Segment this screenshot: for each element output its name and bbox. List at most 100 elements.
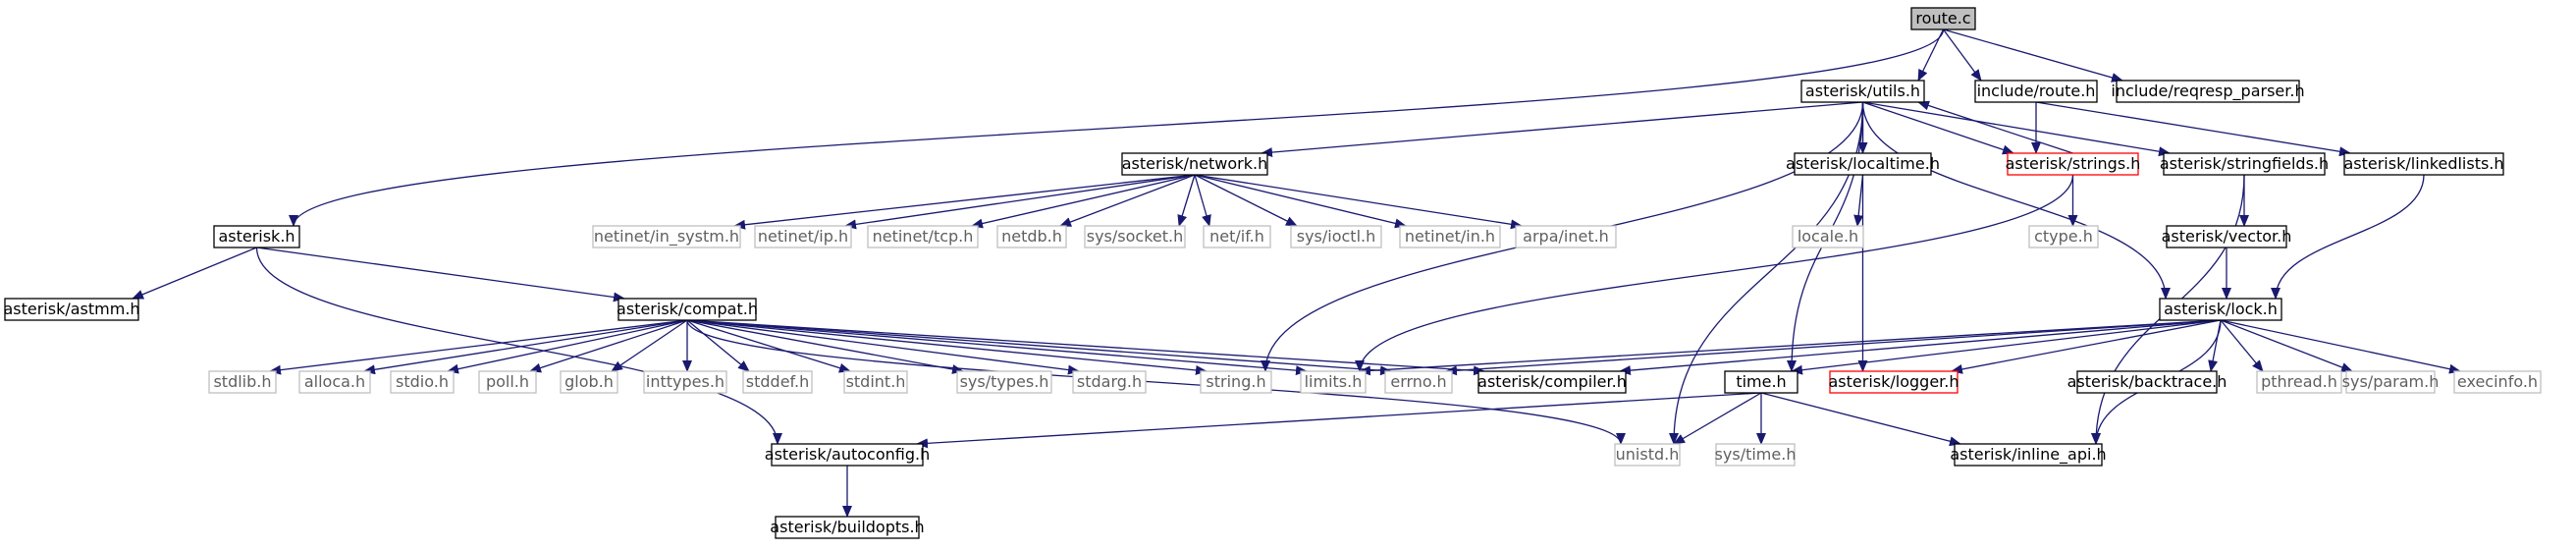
node-stdint: stdint.h [843,370,908,394]
node-stdlib: stdlib.h [208,370,277,394]
edge-compat-to-stdarg [686,319,1080,375]
node-box-utils [1800,80,1925,103]
edge-time_h-to-unistd [1673,392,1762,445]
node-label-stdio: stdio.h [396,372,449,391]
node-time_h[interactable]: time.h [1724,370,1798,394]
node-buildopts[interactable]: asterisk/buildopts.h [770,516,925,539]
node-label-netinet_in: netinet/in.h [1405,227,1495,246]
node-stdarg: stdarg.h [1072,370,1147,394]
node-label-ip_h: netinet/ip.h [758,227,848,246]
node-stringfields[interactable]: asterisk/stringfields.h [2160,152,2329,176]
node-ip_h: netinet/ip.h [754,225,852,248]
node-label-autoconfig: asterisk/autoconfig.h [765,445,930,464]
edge-utils-to-lock [1861,101,2171,300]
node-network[interactable]: asterisk/network.h [1121,152,1268,176]
node-box-compiler [1477,370,1627,394]
node-netinet_in: netinet/in.h [1399,225,1501,248]
edge-asterisk_h-to-autoconfig [255,247,782,445]
node-vector[interactable]: asterisk/vector.h [2162,225,2292,248]
node-utils[interactable]: asterisk/utils.h [1800,80,1925,103]
node-label-compat: asterisk/compat.h [617,300,758,318]
node-inline_api[interactable]: asterisk/inline_api.h [1950,443,2107,467]
edge-lock-to-execinfo [2220,319,2461,374]
node-reqresp[interactable]: include/reqresp_parser.h [2111,80,2305,103]
node-label-localtime: asterisk/localtime.h [1786,154,1940,173]
edge-compat-to-alloca [363,319,688,375]
node-label-reqresp: include/reqresp_parser.h [2111,82,2304,101]
node-label-netdb: netdb.h [1001,227,1062,246]
node-errno: errno.h [1384,370,1453,394]
node-compat[interactable]: asterisk/compat.h [617,298,758,321]
node-label-buildopts: asterisk/buildopts.h [770,518,924,536]
node-label-stdarg: stdarg.h [1077,372,1142,391]
edge-route_c-to-reqresp [1943,28,2123,82]
node-label-pthread: pthread.h [2261,372,2337,391]
edge-network-to-ioctl [1194,174,1298,227]
node-box-in_systm [592,225,741,248]
edge-compat-to-glob [611,319,688,372]
edge-network-to-tcp_h [971,174,1196,229]
node-box-localtime [1794,152,1932,176]
node-box-locale [1792,225,1864,248]
node-label-tcp_h: netinet/tcp.h [873,227,974,246]
node-label-network: asterisk/network.h [1122,154,1267,173]
node-arpa_inet: arpa/inet.h [1515,225,1617,248]
node-box-netdb [996,225,1067,248]
dependency-edges [132,28,2461,518]
edge-compat-to-limits [686,319,1308,376]
node-label-socket: sys/socket.h [1087,227,1184,246]
node-localtime[interactable]: asterisk/localtime.h [1786,152,1940,176]
node-box-systime [1715,443,1796,467]
node-box-linkedlists [2343,152,2504,176]
node-box-limits [1300,370,1367,394]
edge-strings-to-utils [1917,100,2073,154]
node-route_c[interactable]: route.c [1910,7,1976,30]
node-autoconfig[interactable]: asterisk/autoconfig.h [765,443,930,467]
node-box-stdarg [1072,370,1147,394]
node-linkedlists[interactable]: asterisk/linkedlists.h [2343,152,2504,176]
node-box-backtrace [2076,370,2218,394]
node-label-inc_route: include/route.h [1977,82,2096,100]
header-nodes: route.c asterisk/utils.h include/route.h in… [3,7,2542,539]
node-box-poll [478,370,537,394]
node-strings[interactable]: asterisk/strings.h [2006,152,2141,176]
node-astmm[interactable]: asterisk/astmm.h [3,298,140,321]
node-box-ioctl [1290,225,1382,248]
node-label-lock: asterisk/lock.h [2164,300,2278,318]
node-label-limits: limits.h [1305,372,1363,391]
edge-network-to-arpa_inet [1194,174,1523,230]
node-logger[interactable]: asterisk/logger.h [1829,370,1959,394]
node-box-systypes [956,370,1052,394]
node-unistd: unistd.h [1614,443,1681,467]
node-box-route_c [1910,7,1976,30]
node-label-asterisk_h: asterisk.h [218,227,295,246]
node-string_h: string.h [1200,370,1272,394]
node-box-stddef [742,370,813,394]
edge-linkedlists-to-lock [2271,174,2425,300]
edge-utils-to-stringfields [1862,101,2171,157]
node-box-execinfo [2453,370,2542,394]
node-label-poll: poll.h [486,372,529,391]
node-compiler[interactable]: asterisk/compiler.h [1477,370,1627,394]
node-label-backtrace: asterisk/backtrace.h [2067,372,2227,391]
node-box-autoconfig [771,443,924,467]
node-inttypes: inttypes.h [643,370,727,394]
node-label-netif: net/if.h [1209,227,1264,246]
node-label-ioctl: sys/ioctl.h [1297,227,1376,246]
edge-lock-to-logger [1951,319,2222,374]
node-backtrace[interactable]: asterisk/backtrace.h [2067,370,2227,394]
node-poll: poll.h [478,370,537,394]
node-lock[interactable]: asterisk/lock.h [2159,298,2282,321]
node-locale: locale.h [1792,225,1864,248]
node-inc_route[interactable]: include/route.h [1974,80,2098,103]
node-box-network [1121,152,1268,176]
node-asterisk_h[interactable]: asterisk.h [213,225,300,248]
edge-route_c-to-inc_route [1942,28,1982,82]
edge-route_c-to-asterisk_h [289,28,1945,227]
node-box-stringfields [2163,152,2326,176]
node-sysparam: sys/param.h [2342,370,2440,394]
node-netdb: netdb.h [996,225,1067,248]
node-label-sysparam: sys/param.h [2342,372,2440,391]
edge-utils-to-strings [1862,101,2014,155]
node-pthread: pthread.h [2256,370,2342,394]
